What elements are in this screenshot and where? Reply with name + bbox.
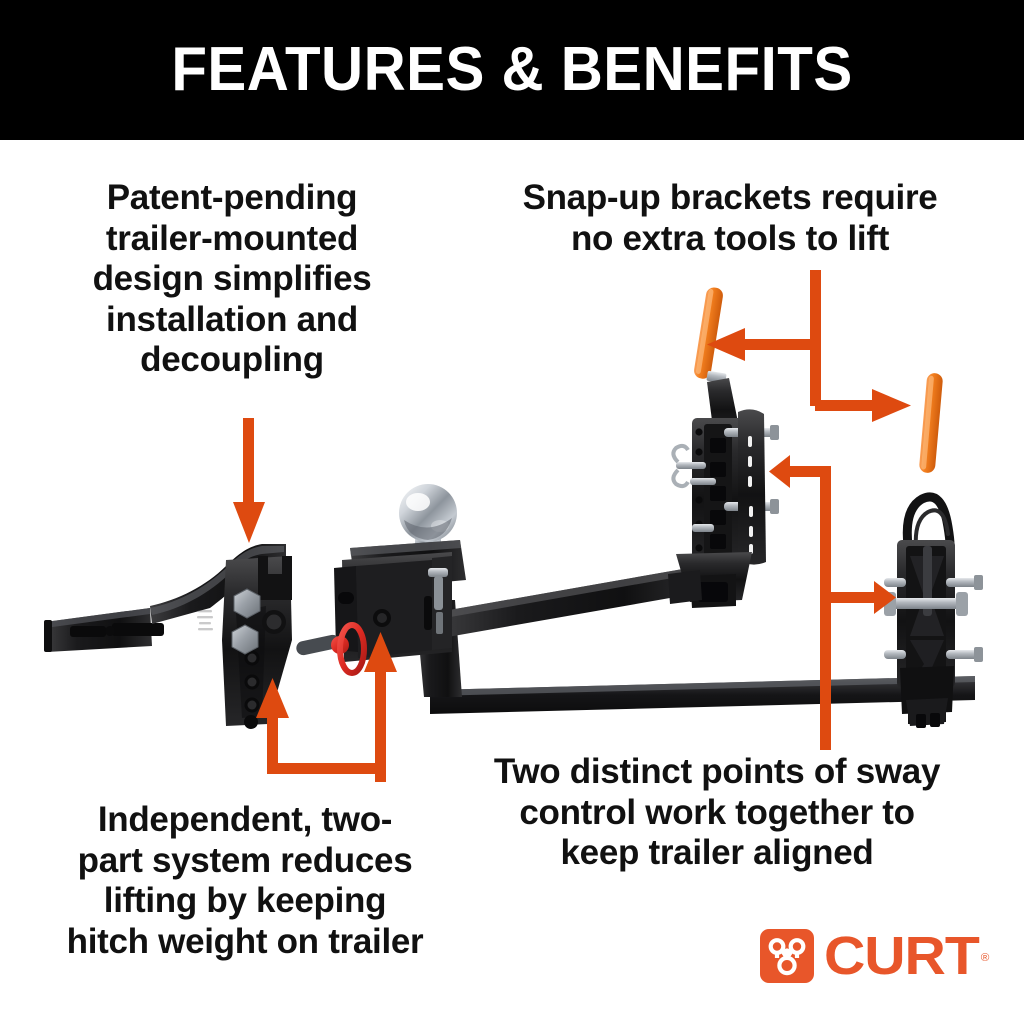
caption-line: Two distinct points of sway xyxy=(493,752,941,791)
caption-line: control work together to xyxy=(519,792,915,832)
caption-line: Independent, two- xyxy=(97,800,393,839)
curt-wordmark: CURT ® xyxy=(824,926,989,986)
independent-system-caption: Independent, two- part system reduces li… xyxy=(30,800,460,962)
caption-line: trailer-mounted xyxy=(105,218,359,258)
snap-up-brackets-caption: Snap-up brackets require no extra tools … xyxy=(470,178,990,259)
caption-line: Patent-pending xyxy=(106,178,358,217)
ball-mount xyxy=(334,527,466,662)
caption-line: Snap-up brackets require xyxy=(522,178,938,217)
caption-line: keep trailer aligned xyxy=(560,833,874,873)
bracket-clip-pin-left xyxy=(671,443,716,489)
sway-control-plate xyxy=(738,409,766,565)
patent-pending-caption: Patent-pending trailer-mounted design si… xyxy=(22,178,442,381)
caption-line: part system reduces xyxy=(77,840,413,880)
caption-line: no extra tools to lift xyxy=(570,218,890,258)
curt-brand-text: CURT xyxy=(824,926,980,986)
trailer-ball xyxy=(399,484,457,542)
bracket-lever-orange-right xyxy=(919,373,943,473)
curt-trefoil-icon xyxy=(760,929,814,983)
caption-line: installation and xyxy=(106,299,358,339)
sway-control-caption: Two distinct points of sway control work… xyxy=(452,752,982,874)
bracket-lever-orange-left xyxy=(694,287,723,379)
curt-logo: CURT ® xyxy=(760,925,989,987)
snap-up-bracket-left xyxy=(668,287,779,608)
hex-bolt-lower xyxy=(231,624,259,655)
registered-trademark-symbol: ® xyxy=(980,952,990,964)
bracket-bolt-lower-right xyxy=(884,647,983,662)
caption-line: hitch weight on trailer xyxy=(66,921,424,961)
page-title: FEATURES & BENEFITS xyxy=(171,35,853,104)
caption-line: decoupling xyxy=(140,340,324,380)
snap-up-bracket-right xyxy=(884,373,983,728)
hitch-head-shank xyxy=(44,544,292,729)
header-band xyxy=(0,0,1024,140)
caption-line: design simplifies xyxy=(92,259,372,299)
hex-bolt-upper xyxy=(233,588,261,619)
caption-line: lifting by keeping xyxy=(103,881,387,921)
